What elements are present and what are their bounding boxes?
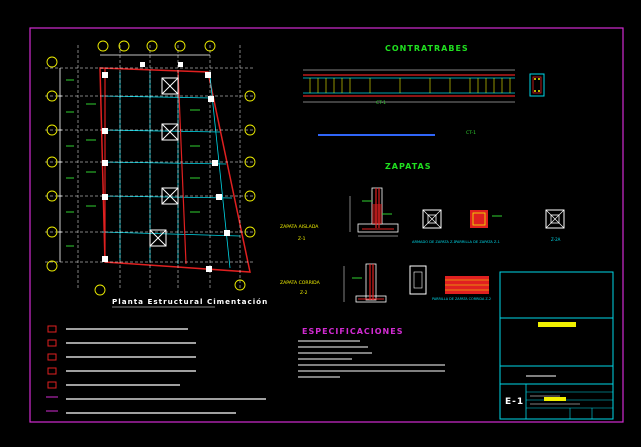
zapata-corrida-section <box>343 263 387 303</box>
section-contratrabes-title: CONTRATRABES <box>385 44 469 53</box>
foundation-plan <box>45 40 256 296</box>
dimension-marks <box>58 54 210 262</box>
footings <box>102 62 230 272</box>
zapata-aislada-detail-1: ARMADO DE ZAPATA Z-1 <box>412 240 456 244</box>
zapata-aislada-code: Z-1 <box>298 236 306 242</box>
zapata-aislada-plan <box>422 209 442 229</box>
contratrabe-label-bottom: CT-1 <box>466 130 476 136</box>
zapata-corrida-plan <box>409 265 427 295</box>
side-zapata-code: Z-2A <box>551 237 561 242</box>
zapata-aislada-section <box>349 187 399 237</box>
contratrabe-label-top: CT-1 <box>376 100 386 106</box>
zapata-corrida-detail: PARRILLA DE ZAPATA CORRIDA Z-2 <box>432 297 491 301</box>
contratrabe-lines <box>101 72 241 269</box>
zapata-aislada-parrilla <box>470 210 502 228</box>
sheet-border <box>29 27 624 423</box>
plan-title: Planta Estructural Cimentación <box>112 297 268 306</box>
contratrabe-section-detail <box>529 73 545 97</box>
zapata-aislada-detail-2: PARRILLA DE ZAPATA Z-1 <box>455 240 500 244</box>
title-block <box>499 271 614 420</box>
grid-bubbles <box>46 40 256 296</box>
sheet-number: E-1 <box>505 397 524 407</box>
plan-notes <box>66 79 200 247</box>
zapata-corrida-code: Z-2 <box>300 290 308 296</box>
section-especificaciones-title: ESPECIFICACIONES <box>302 327 403 336</box>
zapata-aislada-label: ZAPATA AISLADA <box>280 224 319 230</box>
zapata-corrida-parrilla <box>445 276 489 294</box>
legend <box>46 325 266 414</box>
especificaciones-notes <box>298 340 445 378</box>
zapata-corrida-label: ZAPATA CORRIDA <box>280 280 321 286</box>
section-zapatas-title: ZAPATAS <box>385 162 431 171</box>
contratrabe-beam <box>303 69 515 103</box>
side-zapata-plan <box>545 209 565 229</box>
